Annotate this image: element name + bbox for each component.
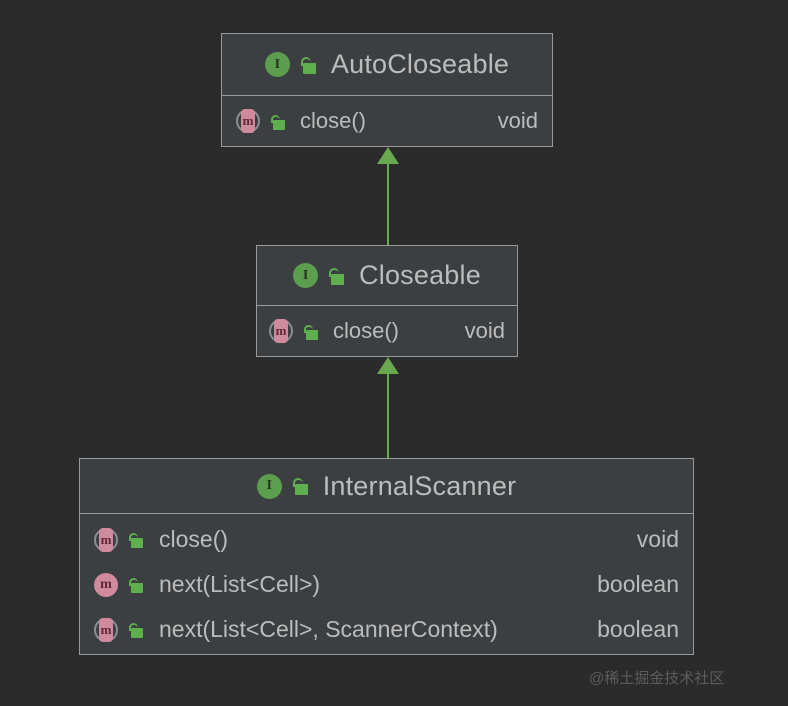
class-header-closeable: I Closeable [257, 246, 517, 306]
method-icon: m [94, 572, 118, 597]
unlocked-padlock-icon [289, 475, 311, 497]
padlock-body [131, 583, 143, 593]
class-name-autocloseable: AutoCloseable [330, 49, 510, 79]
method-icon-plate [274, 319, 288, 343]
member-name: close() [159, 526, 229, 552]
unlocked-padlock-icon [267, 111, 288, 132]
class-box-internalscanner[interactable]: I InternalScanner m close() [79, 458, 694, 655]
member-row[interactable]: m next(List<Cell>) boolean [80, 562, 693, 607]
member-return-type: boolean [597, 571, 679, 597]
arrow-line [387, 163, 389, 245]
padlock-body [331, 273, 345, 285]
member-name: next(List<Cell>, ScannerContext) [159, 616, 498, 642]
padlock-body [306, 329, 318, 340]
method-icon-glyph: m [242, 113, 254, 128]
method-icon-glyph: m [100, 621, 112, 637]
generalization-arrow-closeable-to-autocloseable [376, 147, 400, 245]
method-icon-plate [241, 109, 255, 133]
unlocked-padlock-icon [125, 619, 146, 640]
padlock-shackle [292, 478, 303, 487]
padlock-shackle [129, 533, 138, 541]
unlocked-padlock-icon [125, 574, 146, 595]
member-return-type: void [636, 526, 679, 552]
arrow-head [377, 147, 399, 164]
class-box-closeable[interactable]: I Closeable m close() void [256, 245, 518, 357]
member-return-type: boolean [597, 616, 679, 642]
member-name: next(List<Cell>) [159, 571, 321, 597]
padlock-body [131, 628, 143, 638]
method-icon-plate [99, 617, 113, 642]
member-return-type: void [497, 108, 538, 133]
class-box-autocloseable[interactable]: I AutoCloseable m close() voi [221, 33, 553, 147]
unlocked-padlock-icon [300, 321, 321, 342]
padlock-shackle [300, 56, 311, 66]
generalization-arrow-internalscanner-to-closeable [376, 357, 400, 458]
member-name: close() [333, 318, 400, 343]
class-members-closeable: m close() void [257, 306, 517, 356]
class-name-closeable: Closeable [359, 260, 481, 290]
class-members-internalscanner: m close() void m next(List<Cell>) bool [80, 514, 693, 652]
unlocked-padlock-icon [325, 265, 347, 287]
padlock-shackle [304, 324, 313, 333]
member-row[interactable]: m close() void [222, 96, 552, 146]
abstract-method-icon: m [236, 109, 260, 133]
padlock-shackle [329, 267, 340, 277]
padlock-body [302, 62, 316, 74]
interface-icon: I [293, 263, 319, 288]
padlock-body [273, 119, 285, 130]
abstract-method-icon: m [94, 527, 118, 552]
method-icon-plate [99, 527, 113, 552]
member-row[interactable]: m close() void [257, 306, 517, 356]
watermark: @稀土掘金技术社区 [589, 670, 725, 687]
arrow-line [387, 373, 389, 458]
class-header-autocloseable: I AutoCloseable [222, 34, 552, 96]
arrow-head [377, 357, 399, 374]
class-name-internalscanner: InternalScanner [322, 470, 517, 501]
abstract-method-icon: m [269, 319, 293, 343]
method-icon-glyph: m [275, 323, 287, 338]
class-header-internalscanner: I InternalScanner [80, 459, 693, 514]
member-row[interactable]: m next(List<Cell>, ScannerContext) boole… [80, 607, 693, 652]
interface-icon: I [256, 473, 282, 499]
padlock-body [294, 484, 308, 495]
padlock-shackle [129, 623, 138, 631]
class-members-autocloseable: m close() void [222, 96, 552, 146]
method-icon-glyph: m [100, 531, 112, 547]
member-row[interactable]: m close() void [80, 517, 693, 562]
padlock-shackle [271, 114, 280, 123]
unlocked-padlock-icon [125, 529, 146, 550]
interface-icon: I [264, 52, 290, 77]
member-name: close() [300, 108, 367, 133]
padlock-body [131, 538, 143, 548]
abstract-method-icon: m [94, 617, 118, 642]
member-return-type: void [464, 318, 505, 343]
unlocked-padlock-icon [297, 54, 319, 76]
padlock-shackle [129, 578, 138, 586]
